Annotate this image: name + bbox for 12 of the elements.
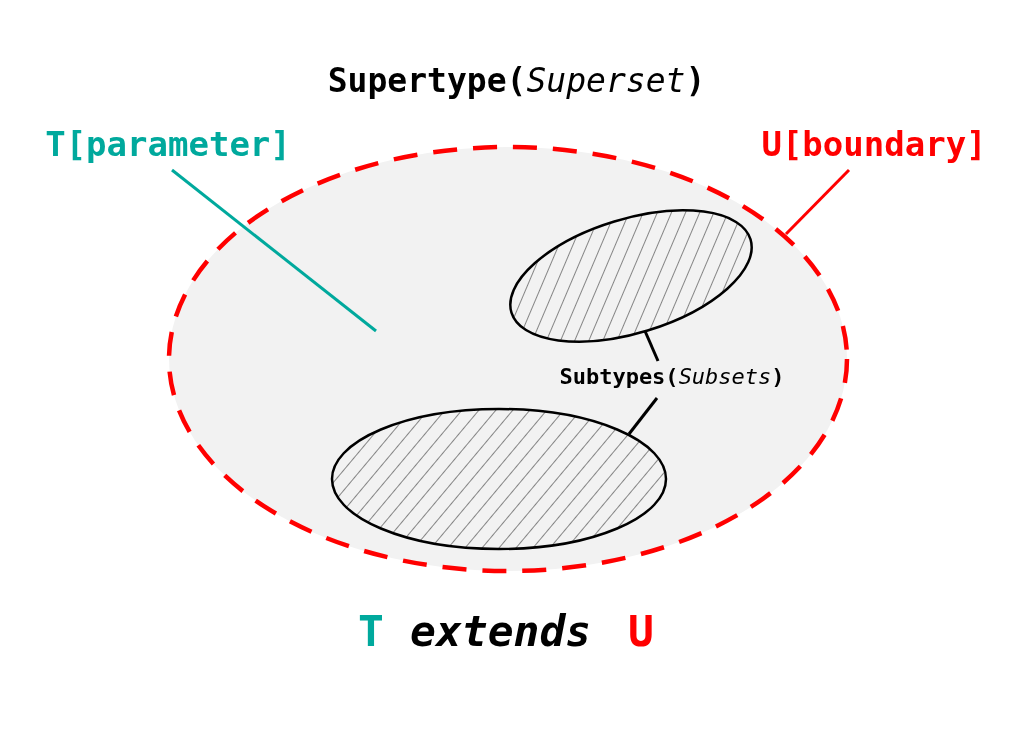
subsets-label: Subtypes(Subsets) xyxy=(559,366,785,388)
callout-label: T[parameter] xyxy=(45,127,291,161)
formula-text: U xyxy=(628,610,654,653)
leader-line xyxy=(643,330,660,362)
formula-text: T xyxy=(358,610,384,653)
leader-line xyxy=(784,168,851,236)
formula-text: extends xyxy=(410,610,592,653)
callout-label: U[boundary] xyxy=(761,127,987,161)
leader-line xyxy=(627,397,659,435)
diagram-title: Supertype(Superset) xyxy=(327,64,706,97)
leader-line xyxy=(171,168,377,333)
hatched-subset-ellipse xyxy=(329,406,669,552)
